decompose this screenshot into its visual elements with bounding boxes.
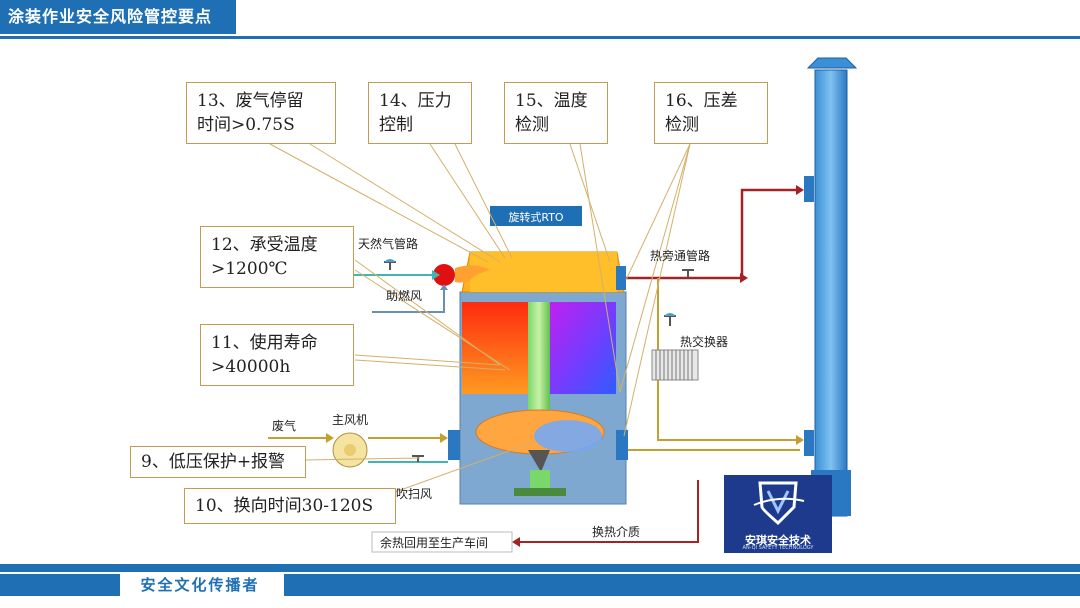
footer-bar: 安全文化传播者 [0, 574, 1080, 608]
callout-15: 15、温度 检测 [504, 82, 608, 144]
footer-label: 安全文化传播者 [120, 574, 280, 596]
rto-unit: 旋转式RTO [448, 206, 628, 505]
page-title: 涂装作业安全风险管控要点 [0, 0, 236, 34]
footer-bar-left [0, 574, 120, 596]
callout-13: 13、废气停留 时间>0.75S [186, 82, 336, 144]
waste-gas-label: 废气 [272, 418, 296, 433]
footer-bar-right [284, 574, 1080, 596]
logo-name-cn: 安琪安全技术 [745, 534, 811, 547]
callout-10: 10、换向时间30-120S [184, 488, 396, 524]
footer-rule [0, 564, 1080, 572]
burner [433, 264, 490, 286]
hot-bypass-pipe [626, 185, 804, 451]
hot-bypass-label: 热旁通管路 [650, 248, 710, 263]
waste-gas-inlet [268, 432, 448, 468]
chimney-stack [804, 57, 858, 517]
callout-9: 9、低压保护+报警 [130, 446, 306, 478]
combustion-air-label: 助燃风 [386, 288, 422, 303]
callout-14: 14、压力 控制 [368, 82, 472, 144]
callout-12: 12、承受温度 >1200℃ [200, 226, 354, 288]
purge-air-label: 吹扫风 [396, 487, 432, 501]
rto-title: 旋转式RTO [508, 210, 564, 224]
company-logo: 安琪安全技术 AN-QI SAFETY TECHNOLOGY [724, 475, 832, 553]
heat-medium-label: 换热介质 [592, 525, 640, 539]
callout-16: 16、压差 检测 [654, 82, 768, 144]
logo-name-en: AN-QI SAFETY TECHNOLOGY [742, 545, 814, 551]
shield-icon [753, 481, 805, 526]
waste-heat-label: 余热回用至生产车间 [380, 535, 488, 550]
header-bar: 涂装作业安全风险管控要点 [0, 0, 1080, 39]
leader-lines [269, 143, 691, 493]
natural-gas-label: 天然气管路 [358, 236, 418, 251]
callout-11: 11、使用寿命 >40000h [200, 324, 354, 386]
heat-exchanger-label: 热交换器 [680, 334, 728, 349]
waste-heat-pipe [371, 480, 699, 553]
heat-exchanger [651, 313, 699, 381]
gas-air-lines [338, 259, 448, 313]
header-rule [0, 36, 1080, 39]
main-fan-label: 主风机 [332, 413, 368, 427]
